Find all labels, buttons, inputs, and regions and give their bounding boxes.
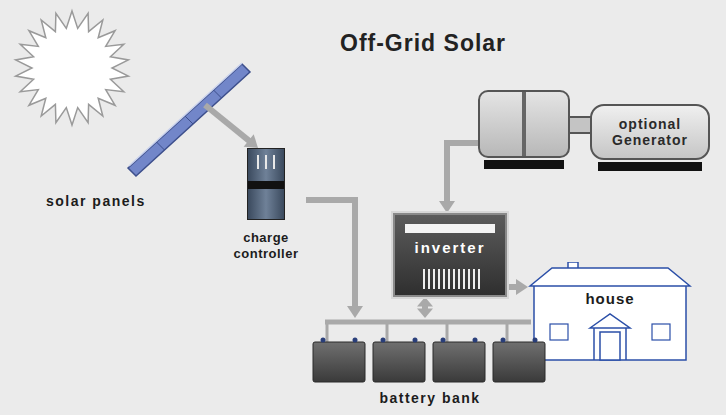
generator-base — [598, 162, 702, 171]
battery-terminal — [533, 338, 538, 343]
controller-slot — [273, 155, 275, 169]
battery-lead — [506, 322, 509, 342]
battery-terminal — [413, 338, 418, 343]
battery-terminal — [353, 338, 358, 343]
connector-arrow — [205, 105, 258, 148]
arrow-head — [439, 201, 455, 213]
battery-terminal — [321, 338, 326, 343]
connector-arrow — [417, 297, 433, 318]
battery-terminal — [381, 338, 386, 343]
arrow-head — [417, 309, 433, 318]
node-label: battery bank — [305, 390, 555, 406]
battery-terminal — [441, 338, 446, 343]
engine-divider — [522, 92, 526, 156]
battery-cell — [433, 342, 485, 382]
arrow-head — [516, 279, 528, 295]
battery-cell — [493, 342, 545, 382]
connector-arrow — [306, 200, 363, 318]
battery-bus — [325, 320, 531, 325]
panel-edge — [129, 63, 242, 166]
connector-line — [205, 105, 250, 141]
connector-arrow — [507, 279, 528, 295]
solar-panel — [128, 64, 250, 176]
connector-arrow — [439, 143, 478, 213]
engine-base — [484, 160, 564, 169]
charge-controller: charge controller — [226, 148, 306, 273]
battery-cell — [313, 342, 365, 382]
node-label: inverter — [395, 239, 505, 256]
battery-terminal — [501, 338, 506, 343]
inverter-vent — [423, 269, 481, 289]
porch-column — [625, 328, 627, 360]
battery-lead — [326, 322, 329, 342]
connector-line — [507, 284, 517, 290]
node-label: charge controller — [226, 230, 306, 262]
generator-coupler — [568, 116, 592, 134]
inverter-box: inverter — [393, 213, 507, 297]
house-roof — [530, 268, 690, 286]
controller-band — [248, 181, 284, 189]
porch-roof — [590, 314, 630, 328]
battery-cell — [373, 342, 425, 382]
node-label: optional Generator — [596, 116, 704, 148]
inverter-display — [405, 224, 495, 233]
engine-block — [478, 90, 570, 158]
node-label: house — [528, 290, 692, 307]
door — [600, 332, 620, 360]
battery-terminal — [473, 338, 478, 343]
battery-drawing — [305, 318, 555, 388]
connector-line — [306, 200, 355, 307]
panel-divider — [214, 90, 222, 98]
house-outline: house — [528, 262, 692, 362]
panel-divider — [157, 142, 165, 150]
generator: optional Generator — [478, 86, 712, 180]
battery-lead — [386, 322, 389, 342]
solar-panel-group: solar panels — [40, 60, 205, 215]
sun-icon — [16, 11, 129, 125]
controller-slot — [257, 155, 259, 169]
battery-bank: battery bank — [305, 318, 555, 412]
arrow-head — [417, 297, 433, 306]
battery-lead — [446, 322, 449, 342]
diagram-title: Off-Grid Solar — [340, 30, 506, 57]
arrow-head — [244, 134, 258, 148]
connector-line — [447, 143, 478, 202]
porch-column — [593, 328, 595, 360]
node-label: solar panels — [46, 193, 146, 209]
window — [550, 324, 568, 340]
arrow-head — [347, 306, 363, 318]
house-drawing — [528, 262, 692, 362]
controller-slot — [265, 155, 267, 169]
panel-divider — [185, 116, 193, 124]
controller-case — [247, 148, 285, 220]
generator-body: optional Generator — [590, 104, 710, 160]
window — [652, 324, 670, 340]
